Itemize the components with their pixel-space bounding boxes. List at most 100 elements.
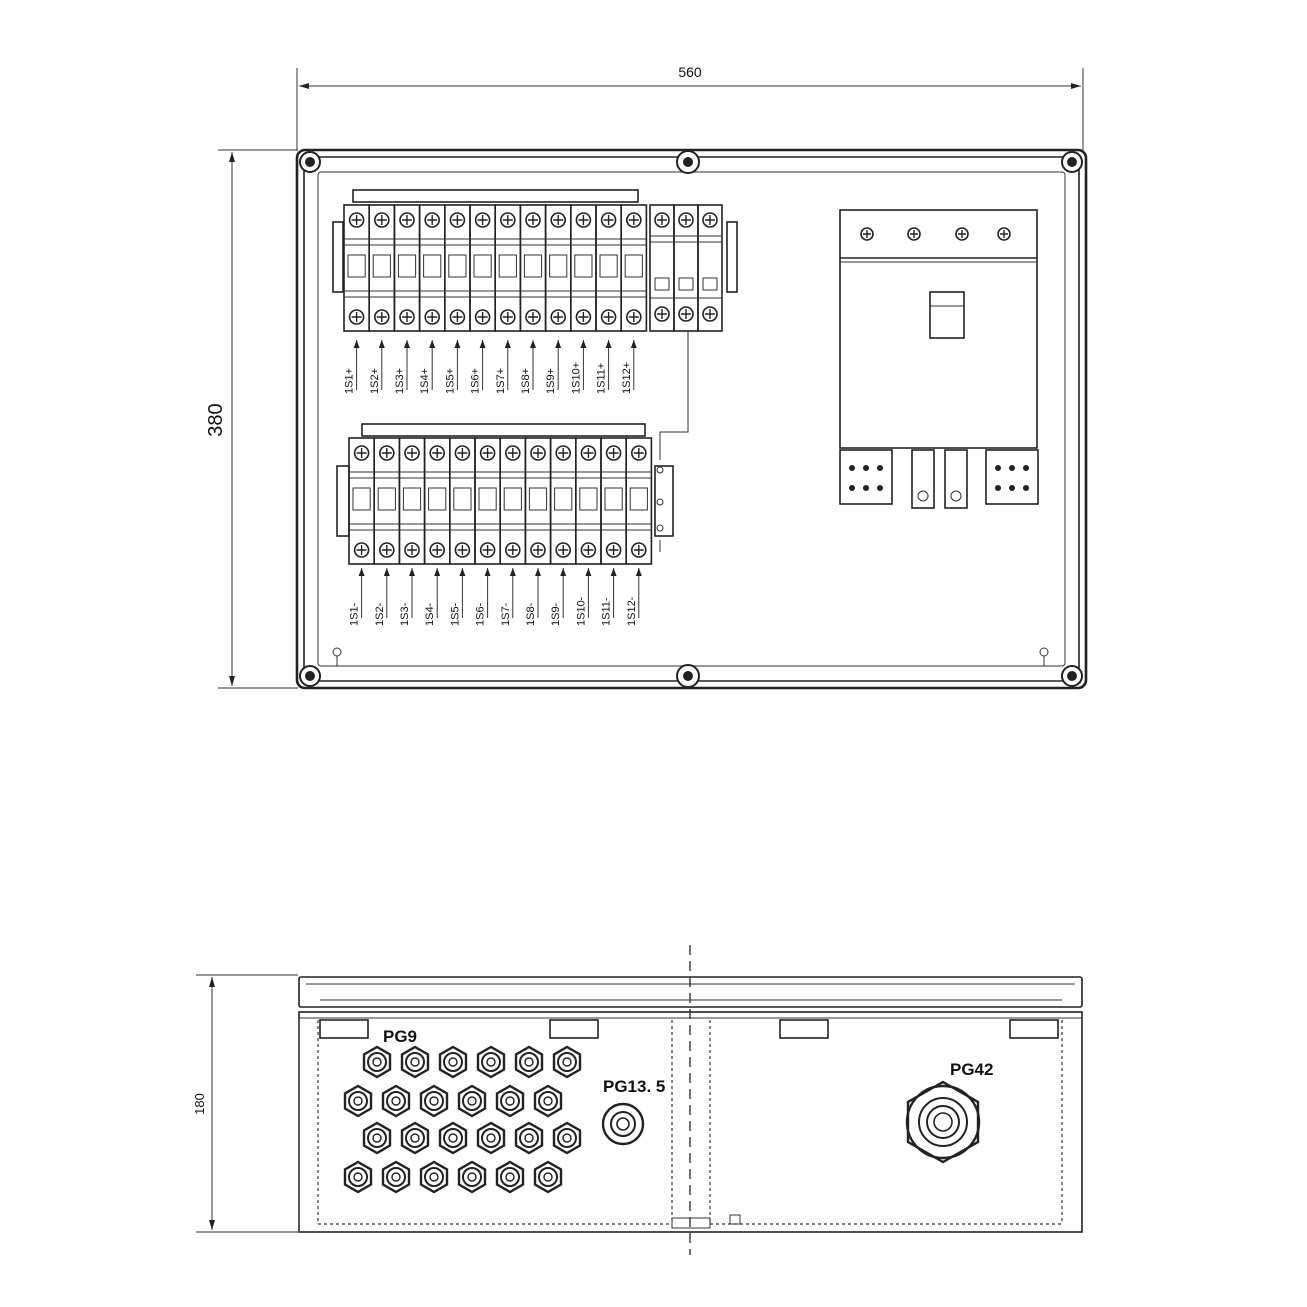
terminal-screw-icon — [399, 212, 415, 228]
fuse-holder — [368, 204, 396, 332]
terminal-screw-icon — [702, 306, 718, 322]
fuse-holder — [448, 437, 476, 565]
hinge-tabs — [319, 1019, 1059, 1039]
fuse-holder — [474, 437, 502, 565]
terminal-screw-icon — [575, 212, 592, 228]
terminal-screw-icon — [555, 542, 572, 558]
terminal-screw-icon — [429, 542, 446, 558]
pg9-gland-icon — [533, 1084, 563, 1118]
string-label: 1S10- — [575, 596, 587, 626]
top-fuse-holders — [343, 204, 648, 332]
terminal-screw-icon — [479, 445, 496, 461]
pg9-gland-icon — [438, 1121, 468, 1155]
string-label: 1S6- — [475, 602, 487, 626]
terminal-screw-icon — [600, 212, 617, 228]
string-label: 1S7- — [500, 602, 512, 626]
string-label: 1S5+ — [444, 368, 456, 394]
terminal-screw-icon — [625, 212, 642, 228]
terminal-screw-icon — [353, 445, 370, 461]
fuse-holder — [348, 437, 376, 565]
terminal-screw-icon — [474, 212, 491, 228]
terminal-screw-icon — [449, 212, 466, 228]
pg9-gland-icon — [400, 1045, 430, 1079]
terminal-screw-icon — [654, 212, 670, 228]
terminal-screw-icon — [605, 445, 622, 461]
terminal-screw-icon — [373, 212, 390, 228]
string-label: 1S4+ — [419, 368, 431, 394]
string-label: 1S12+ — [621, 362, 633, 394]
terminal-screw-icon — [525, 309, 541, 325]
terminal-screw-icon — [504, 542, 521, 558]
fuse-holder — [549, 437, 577, 565]
height-dimension: 380 — [205, 149, 298, 689]
terminal-screw-icon — [625, 309, 642, 325]
width-dimension: 560 — [296, 64, 1084, 150]
pg9-gland-icon — [476, 1045, 506, 1079]
terminal-screw-icon — [580, 542, 597, 558]
fuse-holder — [569, 204, 597, 332]
string-label: 1S11+ — [596, 363, 608, 394]
pg9-gland-icon — [495, 1160, 525, 1194]
pg42-label: PG42 — [950, 1060, 993, 1079]
pg13-5-label: PG13. 5 — [603, 1077, 665, 1096]
fuse-holder — [625, 437, 653, 565]
pg9-gland-icon — [457, 1084, 487, 1118]
terminal-screw-icon — [580, 445, 597, 461]
string-label: 1S11- — [601, 597, 613, 626]
terminal-screw-icon — [555, 445, 572, 461]
string-label: 1S1+ — [344, 368, 356, 394]
string-label: 1S9+ — [545, 368, 557, 394]
fuse-holder — [600, 437, 628, 565]
corner-screw-icon — [299, 150, 1083, 688]
fuse-holder — [524, 437, 552, 565]
bottom-fuse-rail: 1S1-1S2-1S3-1S4-1S5-1S6-1S7-1S8-1S9-1S10… — [336, 423, 674, 626]
terminal-screw-icon — [373, 309, 390, 325]
height-dimension-label: 380 — [205, 403, 227, 436]
string-label: 1S9- — [550, 602, 562, 626]
terminal-screw-icon — [575, 309, 592, 325]
bottom-fuse-holders — [348, 437, 653, 565]
terminal-screw-icon — [424, 309, 441, 325]
bottom-string-labels: 1S1-1S2-1S3-1S4-1S5-1S6-1S7-1S8-1S9-1S10… — [349, 568, 642, 626]
terminal-screw-icon — [404, 445, 420, 461]
terminal-screw-icon — [702, 212, 718, 228]
isolator-terminal-screw-icon — [860, 227, 1011, 241]
fuse-holder — [393, 204, 421, 332]
terminal-screw-icon — [678, 212, 694, 228]
main-isolator-switch — [839, 209, 1039, 509]
string-label: 1S8+ — [520, 368, 532, 394]
fuse-holder — [499, 437, 527, 565]
pg9-gland-array — [343, 1045, 582, 1194]
terminal-screw-icon — [678, 306, 694, 322]
pg9-gland-icon — [438, 1045, 468, 1079]
fuse-holder — [574, 437, 602, 565]
terminal-screw-icon — [348, 212, 365, 228]
pg13-5-gland-icon — [601, 1102, 645, 1146]
terminal-screw-icon — [474, 309, 491, 325]
terminal-screw-icon — [654, 306, 670, 322]
string-label: 1S10+ — [570, 362, 582, 394]
terminal-screw-icon — [504, 445, 521, 461]
terminal-screw-icon — [479, 542, 496, 558]
terminal-screw-icon — [378, 445, 395, 461]
terminal-screw-icon — [499, 309, 516, 325]
pg9-gland-icon — [419, 1160, 449, 1194]
pg9-gland-icon — [476, 1121, 506, 1155]
fuse-holder — [595, 204, 623, 332]
pg9-gland-icon — [343, 1084, 373, 1118]
depth-dimension: 180 — [192, 974, 298, 1233]
string-label: 1S6+ — [470, 368, 482, 394]
pg9-gland-icon — [362, 1121, 392, 1155]
terminal-screw-icon — [429, 445, 446, 461]
pg42-gland-icon — [905, 1080, 981, 1164]
terminal-screw-icon — [454, 445, 471, 461]
terminal-screw-icon — [550, 212, 567, 228]
fuse-holder — [519, 204, 547, 332]
fuse-holder — [443, 204, 471, 332]
pg9-label: PG9 — [383, 1027, 417, 1046]
terminal-screw-icon — [499, 212, 516, 228]
terminal-screw-icon — [550, 309, 567, 325]
fuse-holder — [373, 437, 401, 565]
pg9-gland-icon — [362, 1045, 392, 1079]
